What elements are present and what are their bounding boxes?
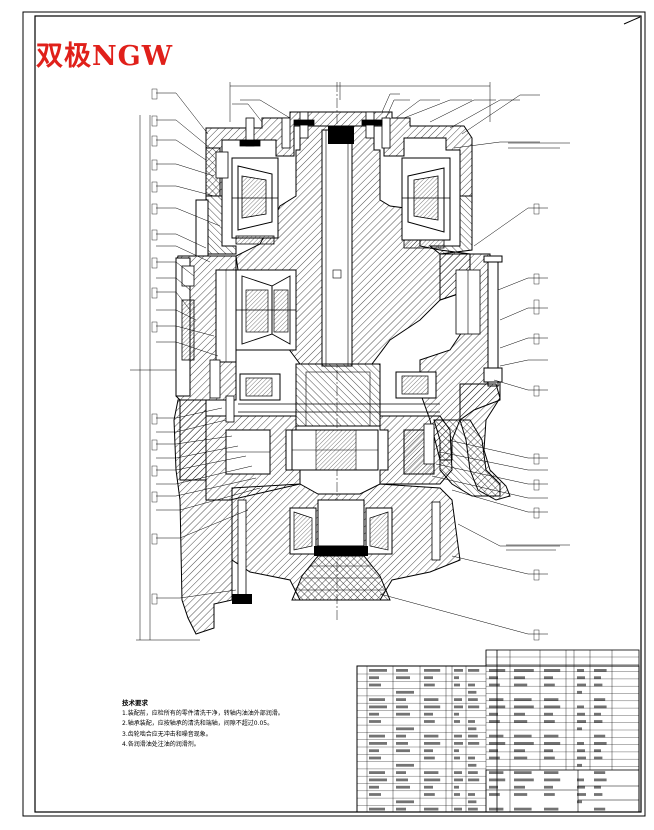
lower-housing-left	[173, 399, 233, 635]
parts-list-rows	[357, 656, 639, 806]
input-end-cover	[205, 111, 473, 197]
note-item-1: 1.装配前，应检所有的零件清洗干净，转轴内油油外部润滑。	[122, 709, 284, 717]
housing-flange-bolt	[487, 257, 499, 387]
notes-title: 技术要求	[122, 699, 148, 707]
part-number-labels	[151, 88, 540, 641]
output-bearings	[289, 507, 393, 555]
stage1-planet-gear	[235, 269, 297, 351]
watermark-text: 双极NGW	[36, 41, 174, 72]
left-bolt-lower	[225, 395, 235, 423]
corner-mark	[623, 16, 641, 25]
fit-annotations	[506, 142, 570, 551]
sheet-outer-border	[22, 11, 646, 817]
note-item-4: 4.各润滑油处注油的润滑剂。	[122, 741, 200, 748]
stage1-carrier-bearings	[239, 371, 437, 401]
lower-housing-right	[459, 383, 511, 501]
technical-requirements-notes: 技术要求 1.装配前，应检所有的零件清洗干净，转轴内油油外部润滑。 2.轴承装配…	[122, 698, 284, 751]
upper-left-bearing	[231, 157, 279, 245]
sheet-inner-border	[34, 15, 642, 813]
stage2-sun-shaft	[295, 363, 381, 427]
center-bore	[321, 129, 353, 367]
part-leader-lines-left	[156, 92, 261, 599]
upper-right-bearing	[401, 157, 451, 249]
parts-list-table	[356, 649, 640, 813]
output-shaft-bore	[317, 499, 365, 547]
parts-list-cell-text	[369, 669, 607, 811]
reducer-section-view	[130, 82, 570, 641]
part-leader-lines-right	[232, 93, 560, 635]
note-item-2: 2.轴承装配，应按轴承的清洗和端轴，间隙不超过0.05。	[122, 720, 274, 727]
cover-bolts	[239, 111, 391, 149]
note-item-3: 3.齿轮啮合应无冲击和噪音现象。	[122, 730, 212, 738]
